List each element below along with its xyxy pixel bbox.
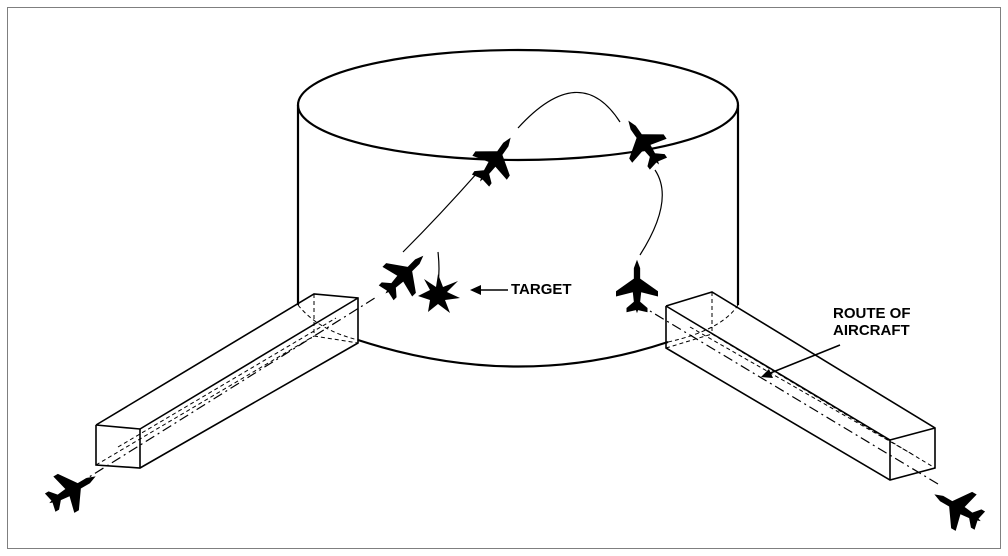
cylinder-top <box>296 48 740 162</box>
aircraft-icon <box>923 476 992 540</box>
target-label: TARGET <box>511 281 572 298</box>
route-label-line2: AIRCRAFT <box>833 322 910 339</box>
flight-route <box>77 91 939 485</box>
arrow-icon <box>761 344 841 378</box>
route-label-line1: ROUTE OF <box>833 305 911 322</box>
aircraft-icon <box>616 259 658 314</box>
arrow-icon <box>470 285 508 295</box>
right-corridor <box>665 291 936 481</box>
figure-border <box>7 7 1001 549</box>
left-corridor <box>95 293 359 469</box>
aircraft-icon <box>611 108 677 177</box>
cylinder-bottom <box>357 338 669 368</box>
explosion-icon <box>418 274 460 313</box>
cylinder-airspace <box>296 48 740 368</box>
aircraft-icon <box>38 458 107 522</box>
